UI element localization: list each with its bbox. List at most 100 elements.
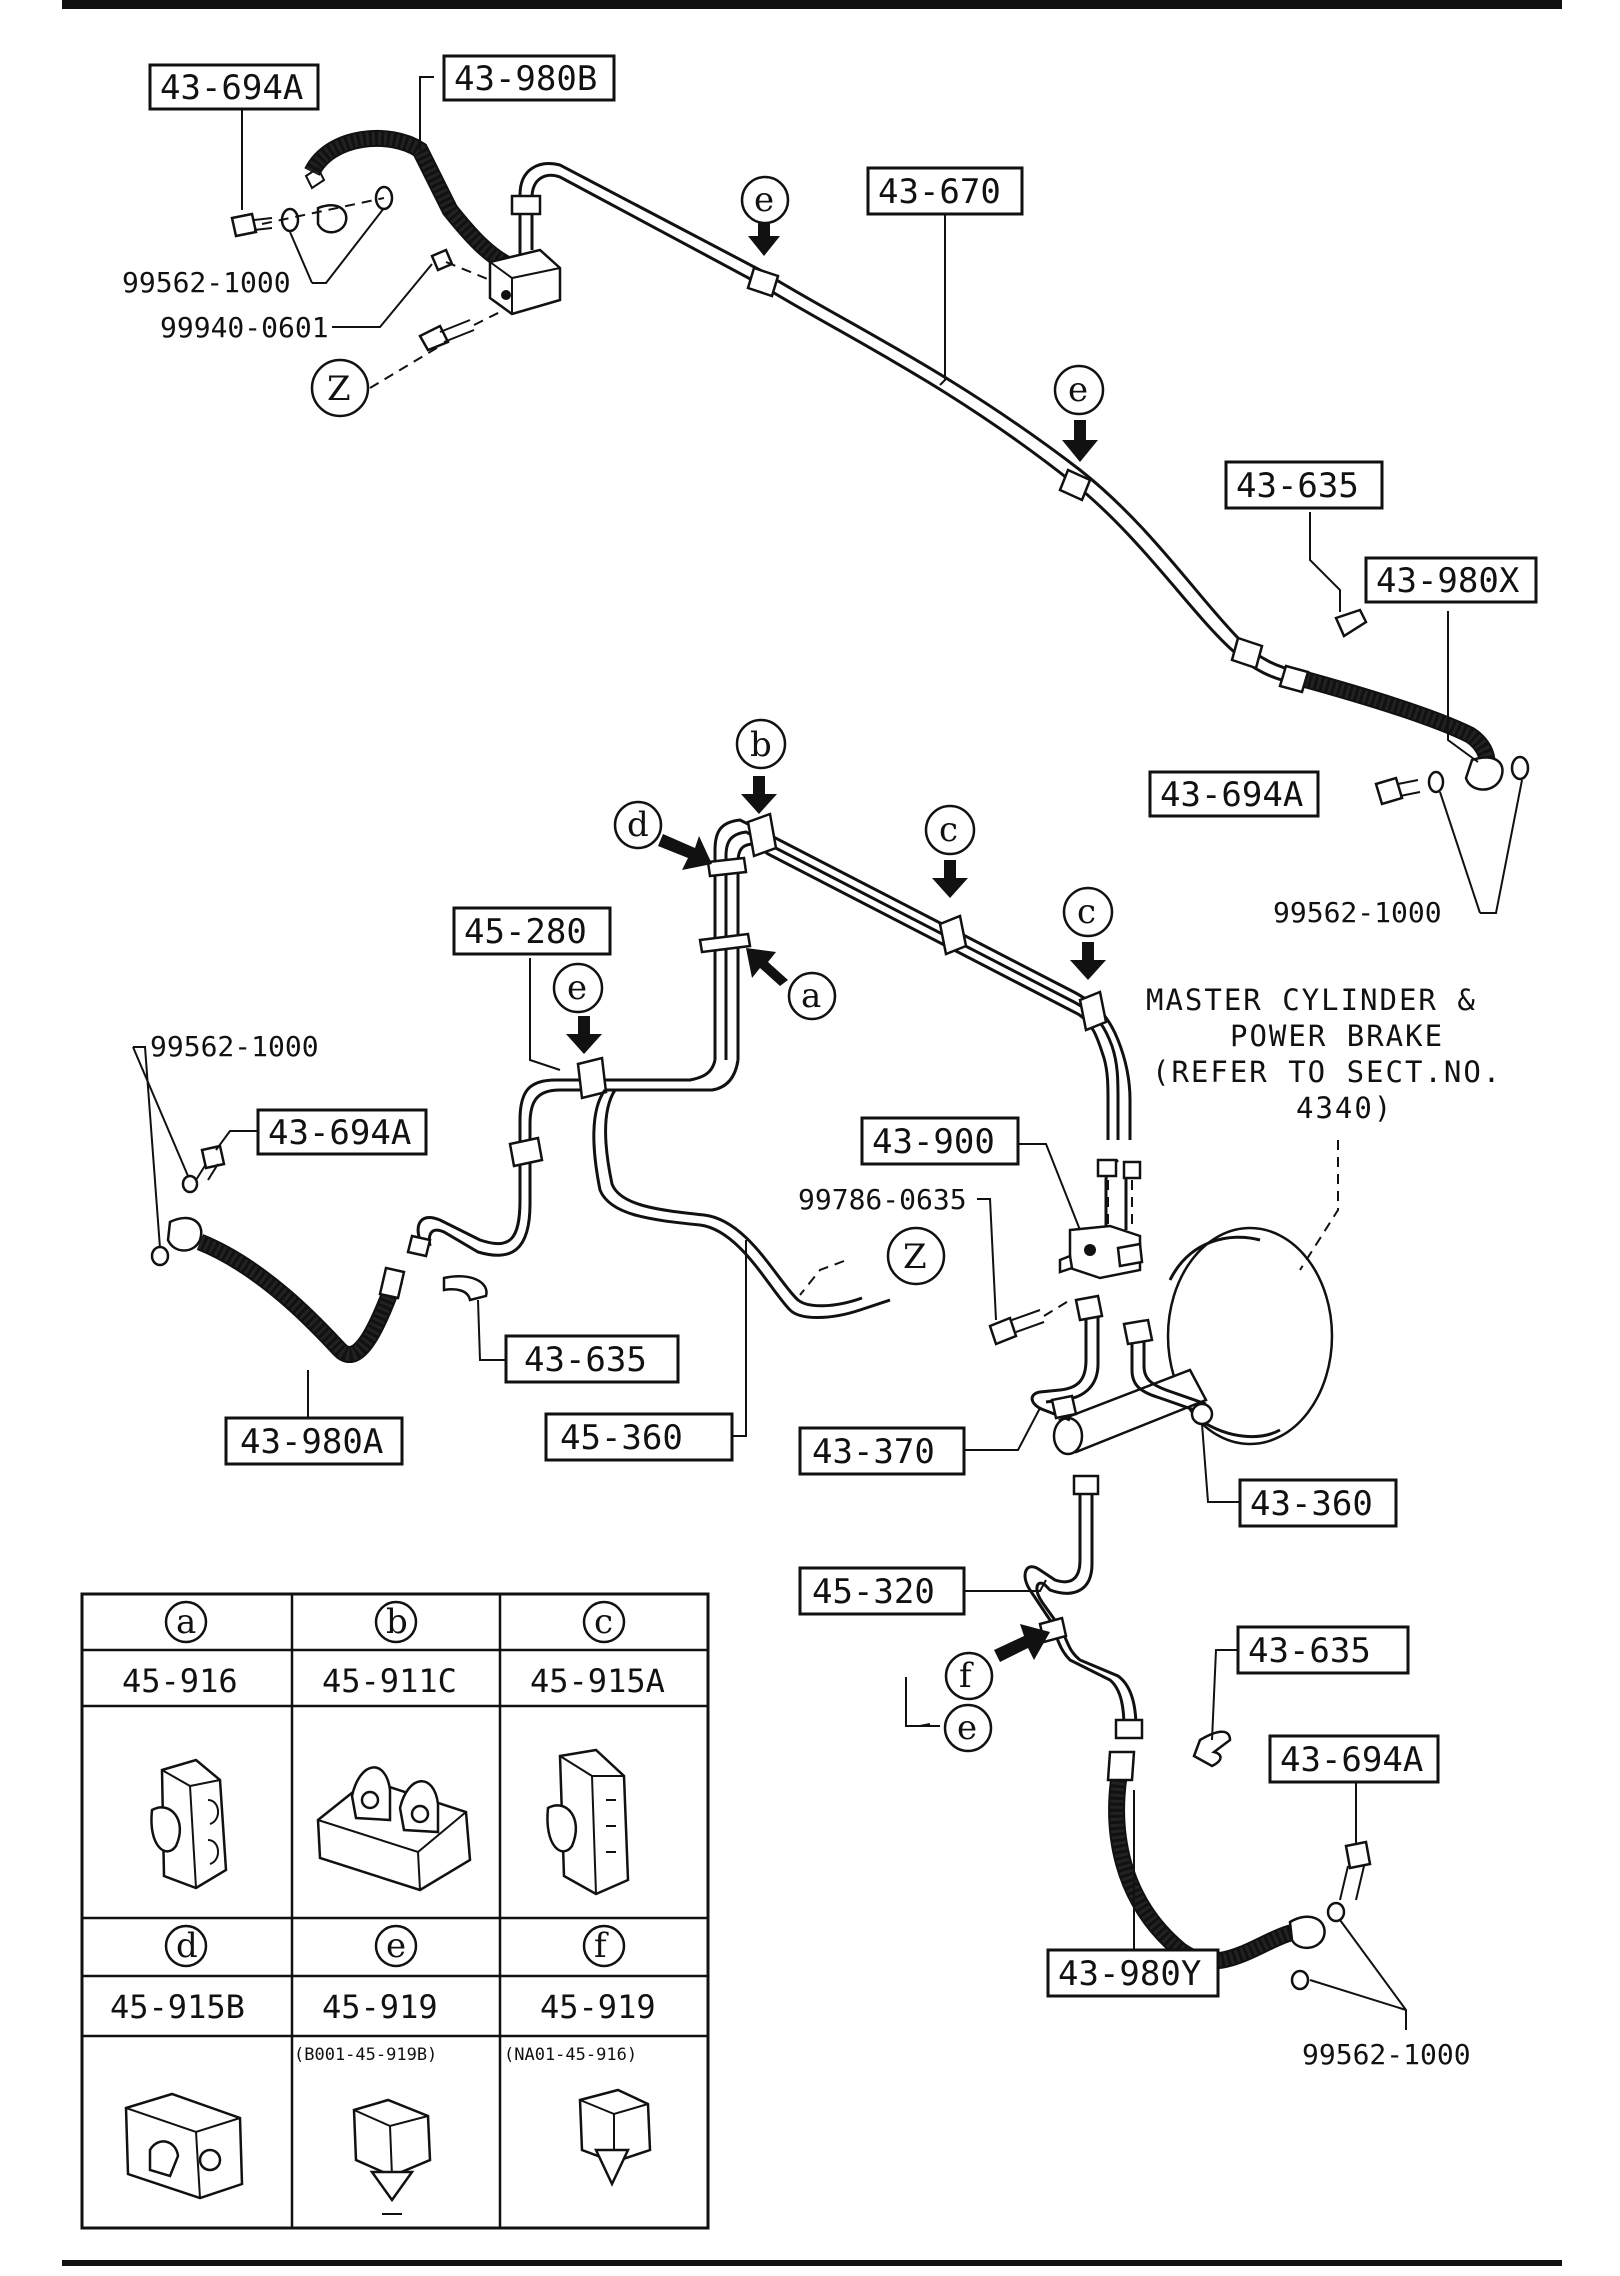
master-cylinder-area bbox=[988, 1158, 1372, 1991]
label-99562-1000-left: 99562-1000 bbox=[150, 1030, 319, 1063]
label-43-980Y: 43-980Y bbox=[1046, 1948, 1220, 1998]
table-sub-e: (B001-45-919B) bbox=[294, 2045, 437, 2065]
banjo-fitting-icon bbox=[316, 204, 348, 234]
label-text: 43-635 bbox=[1248, 1631, 1371, 1671]
callout-e-top: e bbox=[740, 175, 790, 225]
arrow-e-right bbox=[1062, 420, 1098, 462]
clip-b-drawing bbox=[316, 1766, 472, 1892]
note-line-2: POWER BRAKE bbox=[1230, 1019, 1444, 1053]
table-part-b: 45-911C bbox=[322, 1662, 457, 1700]
callout-c-2: c bbox=[1062, 886, 1114, 938]
label-43-694A-bottom: 43-694A bbox=[1268, 1734, 1440, 1784]
label-99562-1000-top: 99562-1000 bbox=[122, 266, 291, 299]
table-part-f: 45-919 bbox=[540, 1988, 656, 2026]
table-part-a: 45-916 bbox=[122, 1662, 238, 1700]
label-43-900: 43-900 bbox=[860, 1116, 1020, 1166]
tube-nut-icon bbox=[1122, 1160, 1142, 1180]
banjo-fitting-icon bbox=[166, 1216, 203, 1252]
label-45-320: 45-320 bbox=[798, 1566, 966, 1616]
direction-arrows bbox=[566, 218, 1106, 1662]
label-text: 43-635 bbox=[1236, 466, 1359, 506]
callout-c-1: c bbox=[924, 804, 976, 856]
tube-nut-icon bbox=[1050, 1394, 1078, 1420]
bolt-icon bbox=[988, 1316, 1018, 1346]
clip-a bbox=[698, 932, 752, 954]
tube-nut-icon bbox=[1230, 636, 1264, 670]
table-part-d: 45-915B bbox=[110, 1988, 245, 2026]
retaining-clip-icon bbox=[1334, 608, 1368, 638]
label-text: 43-360 bbox=[1250, 1484, 1373, 1524]
label-99562-1000-bottom: 99562-1000 bbox=[1302, 2038, 1471, 2071]
callout-d: d bbox=[613, 800, 663, 850]
label-text: 43-980Y bbox=[1058, 1954, 1201, 1994]
tube-nut-icon bbox=[1114, 1718, 1144, 1740]
label-45-280: 45-280 bbox=[452, 906, 612, 956]
label-99940-0601: 99940-0601 bbox=[160, 311, 329, 344]
washer-icon bbox=[150, 1245, 170, 1267]
clip-b bbox=[746, 812, 778, 858]
label-43-670: 43-670 bbox=[866, 166, 1024, 216]
svg-text:c: c bbox=[1077, 892, 1096, 932]
clip-e-mid-left bbox=[576, 1056, 608, 1100]
svg-text:Z: Z bbox=[903, 1237, 927, 1277]
svg-text:e: e bbox=[386, 1926, 406, 1966]
label-43-360: 43-360 bbox=[1238, 1478, 1398, 1528]
label-text: 43-635 bbox=[524, 1340, 647, 1380]
hose-end-fitting bbox=[304, 166, 326, 190]
label-text: 43-980B bbox=[454, 59, 597, 99]
clip-mid-left bbox=[508, 1136, 544, 1168]
clip-e-mid bbox=[1058, 468, 1092, 502]
callout-f: f bbox=[944, 1651, 994, 1701]
label-43-694A-left: 43-694A bbox=[256, 1108, 428, 1156]
tube-nut-icon bbox=[1072, 1474, 1100, 1496]
svg-text:b: b bbox=[386, 1602, 408, 1642]
label-43-635-bottom: 43-635 bbox=[1236, 1625, 1410, 1675]
label-45-360: 45-360 bbox=[544, 1412, 734, 1462]
table-part-e: 45-919 bbox=[322, 1988, 438, 2026]
clip-e-top bbox=[746, 266, 780, 298]
label-text: 43-694A bbox=[268, 1113, 411, 1153]
svg-text:c: c bbox=[939, 810, 958, 850]
label-text: 43-694A bbox=[1280, 1740, 1423, 1780]
tube-nut-icon bbox=[1096, 1158, 1118, 1178]
svg-text:e: e bbox=[1068, 370, 1088, 410]
bolt-icon bbox=[430, 248, 454, 272]
svg-text:e: e bbox=[567, 968, 587, 1008]
note-line-1: MASTER CYLINDER & bbox=[1146, 983, 1477, 1017]
label-43-980B: 43-980B bbox=[442, 54, 616, 102]
table-cell-d-letter: d bbox=[164, 1924, 208, 1968]
callout-e-mid: e bbox=[552, 962, 604, 1014]
callout-z-mid: Z bbox=[886, 1226, 946, 1286]
arrow-c-1 bbox=[932, 860, 968, 898]
clip-d-drawing bbox=[124, 2092, 244, 2200]
arrow-f bbox=[994, 1624, 1050, 1662]
label-43-635-mid: 43-635 bbox=[504, 1334, 680, 1384]
callout-a: a bbox=[787, 971, 837, 1021]
leader-lines bbox=[132, 76, 1523, 2030]
clip-d bbox=[706, 856, 748, 878]
svg-text:a: a bbox=[176, 1602, 196, 1642]
hose-end-fitting bbox=[1106, 1750, 1136, 1782]
label-43-694A-top: 43-694A bbox=[148, 63, 320, 111]
banjo-bolt-icon bbox=[200, 1144, 226, 1170]
label-text: 43-900 bbox=[872, 1122, 995, 1162]
svg-text:f: f bbox=[959, 1656, 974, 1696]
label-43-694A-right: 43-694A bbox=[1148, 770, 1320, 818]
label-text: 45-360 bbox=[560, 1418, 683, 1458]
clip-c-2 bbox=[1078, 990, 1108, 1032]
arrow-a bbox=[746, 948, 788, 986]
hose-end-fitting bbox=[378, 1266, 406, 1300]
banjo-bolt-icon bbox=[1374, 776, 1404, 806]
label-43-370: 43-370 bbox=[798, 1426, 966, 1476]
master-cylinder-note: MASTER CYLINDER & POWER BRAKE (REFER TO … bbox=[1146, 983, 1500, 1125]
washer-icon bbox=[1326, 1901, 1346, 1923]
label-text: 43-694A bbox=[1160, 775, 1303, 815]
retaining-clip-icon bbox=[1192, 1730, 1232, 1768]
clip-c-1 bbox=[938, 914, 968, 956]
junction-block bbox=[488, 248, 562, 316]
svg-text:b: b bbox=[750, 725, 772, 765]
table-cell-b-letter: b bbox=[374, 1600, 418, 1644]
clip-reference-table: a b c 45-916 45-911C 45-915A d e bbox=[80, 1592, 710, 2230]
retaining-clip-icon bbox=[442, 1275, 488, 1302]
